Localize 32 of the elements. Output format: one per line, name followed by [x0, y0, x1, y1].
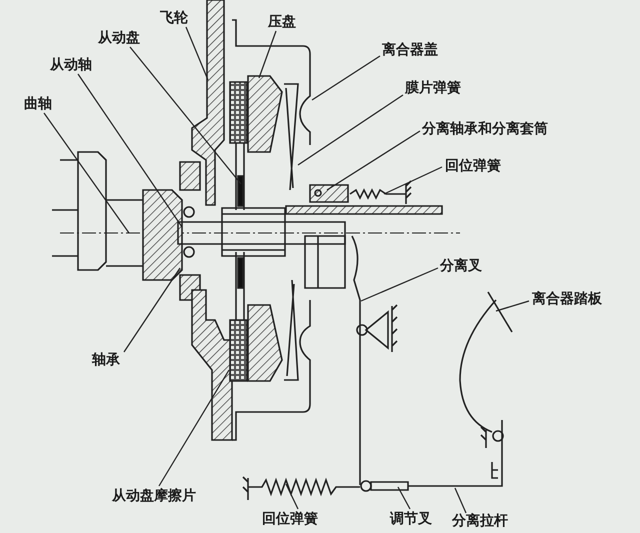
- part-label: 压盘: [268, 14, 296, 30]
- part-label: 飞轮: [160, 10, 188, 26]
- leader-line: [78, 74, 182, 228]
- leader-line: [285, 484, 299, 510]
- leader-line: [158, 370, 230, 486]
- part-label: 膜片弹簧: [405, 80, 461, 96]
- part-label: 离合器踏板: [532, 291, 602, 307]
- leader-line: [124, 268, 180, 352]
- part-label: 从动轴: [50, 57, 92, 73]
- part-label: 分离轴承和分离套筒: [422, 121, 548, 137]
- leader-line: [44, 112, 130, 234]
- part-label: 调节叉: [390, 511, 432, 527]
- leader-line: [397, 486, 411, 510]
- leader-line: [360, 267, 438, 302]
- leader-line: [185, 26, 209, 80]
- part-label: 曲轴: [24, 96, 52, 112]
- leader-line: [384, 166, 442, 195]
- part-label: 回位弹簧: [445, 158, 501, 174]
- part-label: 离合器盖: [382, 42, 438, 58]
- part-label: 从动盘: [98, 30, 140, 46]
- part-label: 分离拉杆: [452, 513, 508, 529]
- part-label: 回位弹簧: [262, 511, 318, 527]
- leader-line: [130, 46, 242, 184]
- leader-line: [454, 488, 467, 514]
- leader-line: [312, 56, 380, 100]
- leader-line: [258, 30, 277, 78]
- leader-line: [326, 130, 420, 190]
- part-label: 从动盘摩擦片: [112, 488, 196, 504]
- leader-line: [298, 94, 404, 166]
- part-label: 轴承: [92, 352, 120, 368]
- part-label: 分离叉: [440, 258, 482, 274]
- leader-line: [496, 300, 530, 312]
